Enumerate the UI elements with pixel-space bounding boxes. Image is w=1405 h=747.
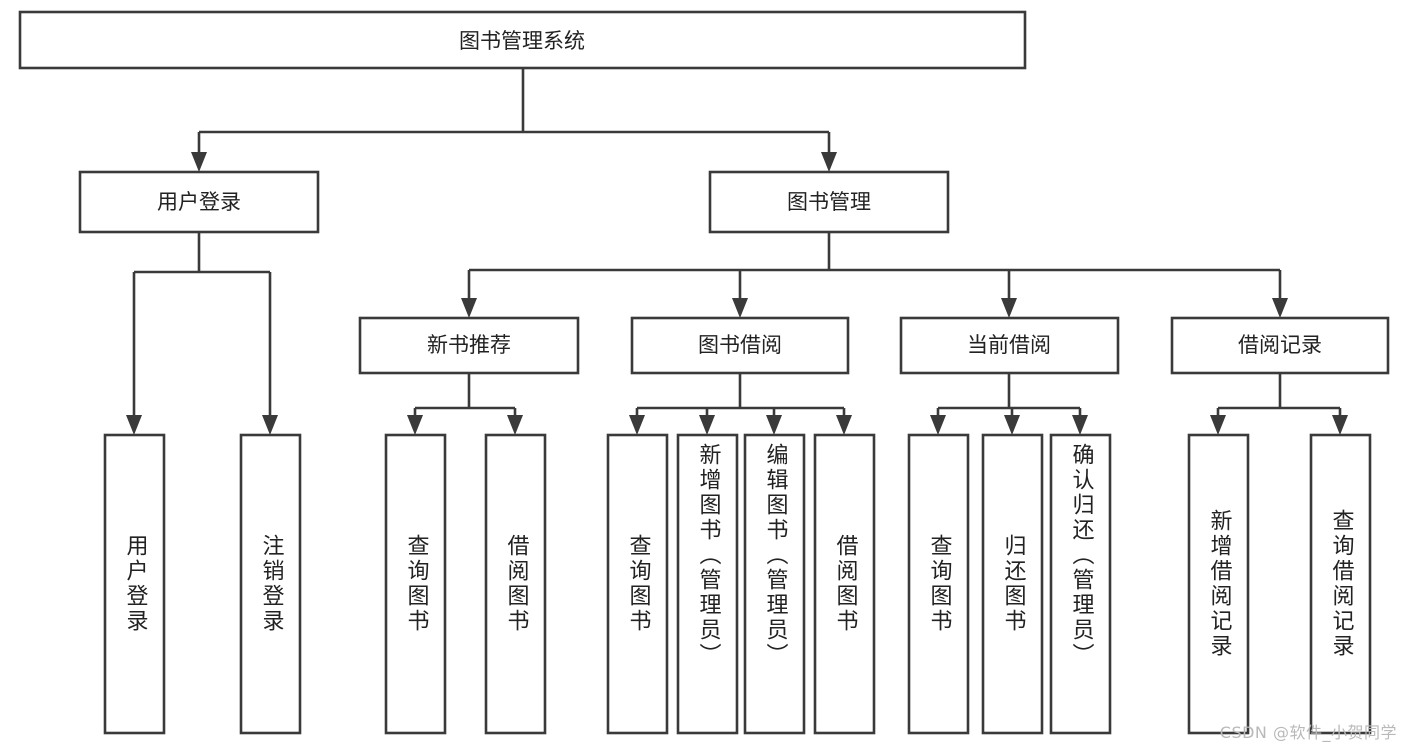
- csdn-watermark: CSDN @软件_小贺同学: [1219, 723, 1397, 742]
- leaf-box-query-book-2[interactable]: [606, 433, 669, 735]
- leaf-box-user-login[interactable]: [103, 433, 166, 735]
- connector-bookmanage-to-bus: [467, 232, 1282, 306]
- arrowhead-leaf-confirm-return: [1072, 415, 1088, 435]
- arrowhead-leaf-query-book-1: [407, 415, 423, 435]
- arrowhead-leaf-user-login: [126, 415, 142, 435]
- connector-newbookrec-to-leaves: [413, 373, 517, 424]
- node-label-borrow-record: 借阅记录: [1238, 333, 1322, 357]
- arrowhead-leaf-query-book-3: [930, 415, 946, 435]
- node-box-user-login[interactable]: [78, 170, 320, 234]
- connectors-layer: [126, 68, 1348, 435]
- node-label-book-management: 图书管理: [787, 190, 871, 214]
- arrowhead-leaf-add-book: [699, 415, 715, 435]
- node-book-borrow[interactable]: 图书借阅: [630, 316, 850, 375]
- leaf-box-query-borrow-record[interactable]: [1309, 433, 1372, 735]
- arrowhead-leaf-query-record: [1332, 415, 1348, 435]
- connector-userlogin-to-bus: [132, 232, 272, 424]
- arrowhead-leaf-query-book-2: [629, 415, 645, 435]
- arrowhead-to-current-borrow: [1001, 298, 1017, 318]
- leaf-box-query-book-3[interactable]: [907, 433, 970, 735]
- arrowhead-leaf-add-record: [1210, 415, 1226, 435]
- arrowhead-to-new-book-rec: [461, 298, 477, 318]
- node-label-current-borrow: 当前借阅: [967, 333, 1051, 357]
- arrowhead-to-borrow-record: [1272, 298, 1288, 318]
- arrowhead-to-user-login: [191, 152, 207, 172]
- arrowhead-to-book-manage: [821, 152, 837, 172]
- leaf-box-borrow-book-1[interactable]: [484, 433, 547, 735]
- leaf-box-logout[interactable]: [239, 433, 302, 735]
- arrowhead-leaf-return-book: [1004, 415, 1020, 435]
- leaf-box-borrow-book-2[interactable]: [813, 433, 876, 735]
- leaf-box-add-borrow-record[interactable]: [1187, 433, 1250, 735]
- node-box-book-borrow[interactable]: [630, 316, 850, 375]
- node-label-book-borrow: 图书借阅: [698, 333, 782, 357]
- node-box-root[interactable]: [18, 10, 1027, 70]
- node-label-new-book-recommend: 新书推荐: [427, 333, 511, 357]
- node-label-user-login: 用户登录: [157, 190, 241, 214]
- node-label-root: 图书管理系统: [459, 29, 585, 53]
- arrowhead-to-book-borrow: [732, 298, 748, 318]
- node-new-book-recommend[interactable]: 新书推荐: [358, 316, 580, 375]
- connector-bookborrow-to-leaves: [635, 373, 846, 424]
- node-box-borrow-record[interactable]: [1170, 316, 1390, 375]
- connector-borrowrecord-to-leaves: [1216, 373, 1342, 424]
- leaf-box-return-book[interactable]: [981, 433, 1044, 735]
- leaf-box-add-book[interactable]: [676, 433, 739, 735]
- leaf-box-confirm-return[interactable]: [1049, 433, 1112, 735]
- node-book-management[interactable]: 图书管理: [708, 170, 950, 234]
- leaf-box-edit-book[interactable]: [743, 433, 806, 735]
- connector-root-to-bus: [197, 68, 831, 160]
- leaf-boxes-layer: [103, 433, 1372, 735]
- node-box-current-borrow[interactable]: [899, 316, 1120, 375]
- node-box-new-book-recommend[interactable]: [358, 316, 580, 375]
- node-user-login[interactable]: 用户登录: [78, 170, 320, 234]
- node-root-system[interactable]: 图书管理系统: [18, 10, 1027, 70]
- node-current-borrow[interactable]: 当前借阅: [899, 316, 1120, 375]
- leaf-box-query-book-1[interactable]: [384, 433, 447, 735]
- node-box-book-management[interactable]: [708, 170, 950, 234]
- arrowhead-leaf-borrow-book-1: [507, 415, 523, 435]
- arrowhead-leaf-borrow-book-2: [836, 415, 852, 435]
- arrowhead-leaf-logout: [262, 415, 278, 435]
- node-borrow-record[interactable]: 借阅记录: [1170, 316, 1390, 375]
- arrowhead-leaf-edit-book: [766, 415, 782, 435]
